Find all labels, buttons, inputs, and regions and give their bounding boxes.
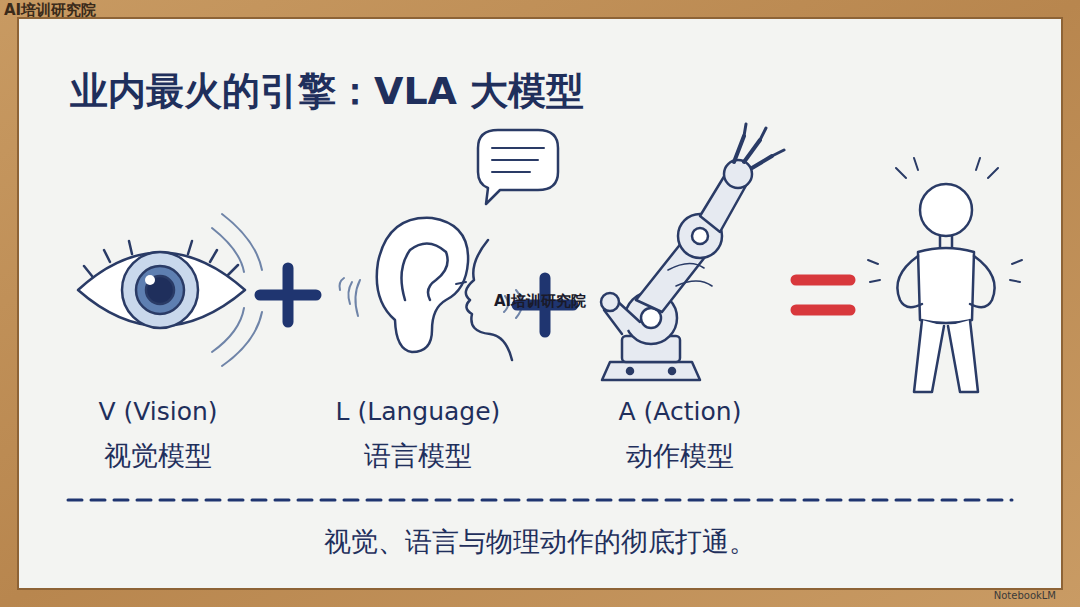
equals-sign bbox=[796, 280, 850, 310]
watermark: AI培训研究院 bbox=[494, 292, 586, 311]
component-label: A (Action) bbox=[619, 397, 742, 426]
ear-mouth-icon bbox=[340, 130, 559, 360]
plus-sign bbox=[260, 268, 316, 322]
title: 业内最火的引擎：VLA 大模型 bbox=[70, 66, 584, 117]
person-figure bbox=[868, 158, 1022, 392]
component-label: 视觉模型 bbox=[104, 438, 212, 474]
eye-icon bbox=[78, 214, 262, 366]
robot-arm-icon bbox=[601, 124, 784, 380]
watermark: AI培训研究院 bbox=[4, 1, 96, 20]
component-label: V (Vision) bbox=[98, 397, 217, 426]
caption: 视觉、语言与物理动作的彻底打通。 bbox=[324, 524, 756, 560]
component-label: 语言模型 bbox=[364, 438, 472, 474]
component-label: 动作模型 bbox=[626, 438, 734, 474]
board bbox=[18, 18, 1062, 589]
watermark: NotebookLM bbox=[994, 590, 1056, 601]
component-label: L (Language) bbox=[336, 397, 501, 426]
dashed-divider bbox=[68, 499, 1012, 502]
